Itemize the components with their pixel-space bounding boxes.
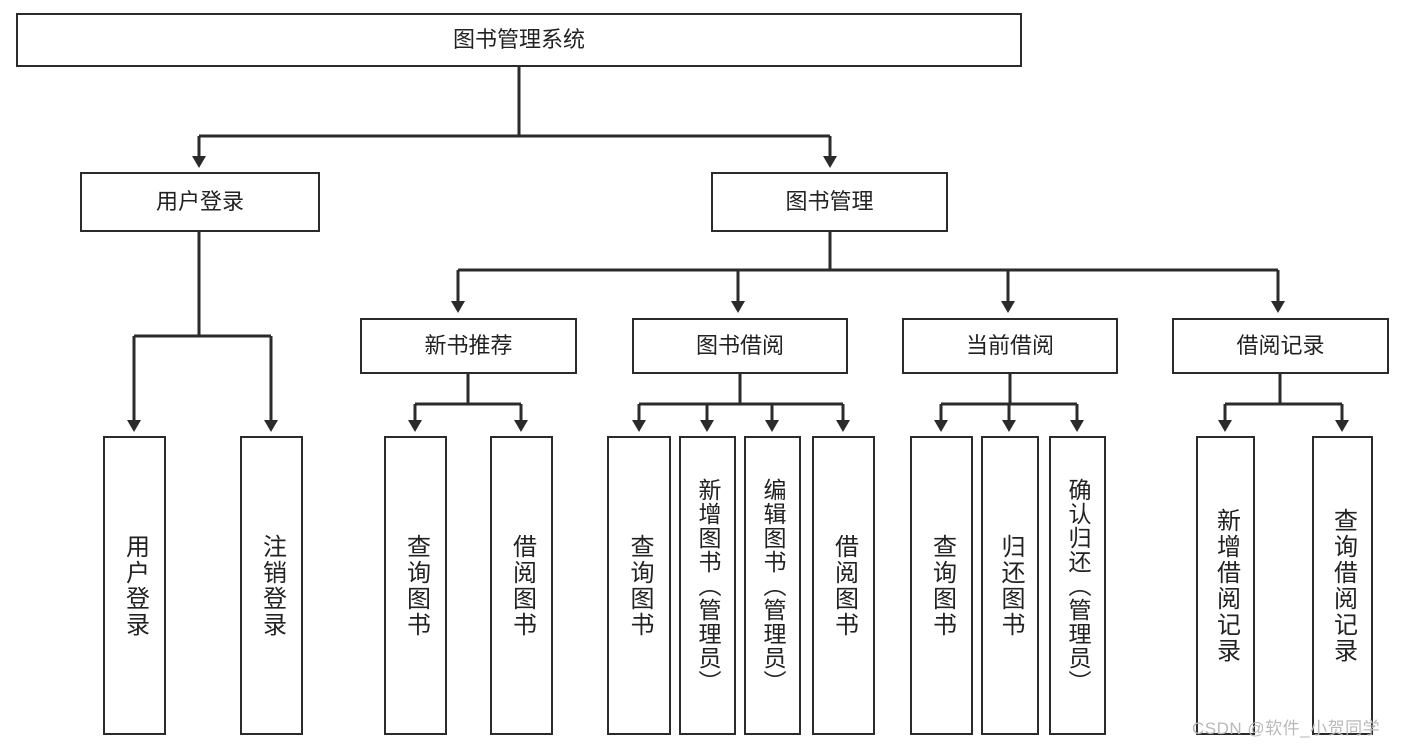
node-current-borrow[interactable]: 当前借阅 bbox=[902, 318, 1118, 374]
node-new-book-recommend-label: 新书推荐 bbox=[424, 333, 513, 359]
leaf-book-borrow-edit[interactable]: 编辑图书（管理员） bbox=[744, 436, 801, 735]
leaf-book-borrow-borrow[interactable]: 借阅图书 bbox=[812, 436, 875, 735]
node-user-login[interactable]: 用户登录 bbox=[80, 172, 320, 232]
leaf-borrow-record-add[interactable]: 新增借阅记录 bbox=[1196, 436, 1255, 735]
leaf-current-borrow-query-label: 查询图书 bbox=[928, 533, 956, 638]
leaf-current-borrow-return-label: 归还图书 bbox=[997, 533, 1024, 638]
leaf-book-borrow-edit-label: 编辑图书（管理员） bbox=[760, 477, 786, 694]
leaf-current-borrow-confirm-return[interactable]: 确认归还（管理员） bbox=[1049, 436, 1106, 735]
leaf-book-borrow-borrow-label: 借阅图书 bbox=[830, 533, 858, 638]
leaf-new-book-query-label: 查询图书 bbox=[402, 533, 430, 638]
leaf-current-borrow-confirm-return-label: 确认归还（管理员） bbox=[1065, 477, 1091, 694]
node-book-management-label: 图书管理 bbox=[785, 189, 874, 215]
csdn-watermark: CSDN @软件_小贺同学 bbox=[1192, 719, 1381, 738]
leaf-borrow-record-query[interactable]: 查询借阅记录 bbox=[1312, 436, 1373, 735]
leaf-new-book-query[interactable]: 查询图书 bbox=[384, 436, 447, 735]
node-borrow-record[interactable]: 借阅记录 bbox=[1172, 318, 1389, 374]
leaf-user-login-login[interactable]: 用户登录 bbox=[103, 436, 166, 735]
leaf-book-borrow-query-label: 查询图书 bbox=[626, 533, 653, 638]
node-book-borrow-label: 图书借阅 bbox=[695, 333, 784, 359]
node-borrow-record-label: 借阅记录 bbox=[1236, 333, 1325, 359]
leaf-new-book-borrow[interactable]: 借阅图书 bbox=[490, 436, 553, 735]
leaf-user-login-logout-label: 注销登录 bbox=[258, 533, 286, 638]
node-root-system[interactable]: 图书管理系统 bbox=[16, 13, 1022, 67]
leaf-borrow-record-query-label: 查询借阅记录 bbox=[1329, 507, 1357, 664]
leaf-current-borrow-query[interactable]: 查询图书 bbox=[910, 436, 973, 735]
leaf-borrow-record-add-label: 新增借阅记录 bbox=[1212, 507, 1240, 664]
node-user-login-label: 用户登录 bbox=[155, 189, 244, 215]
node-current-borrow-label: 当前借阅 bbox=[965, 333, 1054, 359]
leaf-user-login-login-label: 用户登录 bbox=[121, 533, 149, 638]
leaf-book-borrow-add[interactable]: 新增图书（管理员） bbox=[679, 436, 736, 735]
node-book-borrow[interactable]: 图书借阅 bbox=[632, 318, 848, 374]
leaf-new-book-borrow-label: 借阅图书 bbox=[508, 533, 536, 638]
leaf-current-borrow-return[interactable]: 归还图书 bbox=[981, 436, 1039, 735]
leaf-user-login-logout[interactable]: 注销登录 bbox=[240, 436, 303, 735]
node-root-system-label: 图书管理系统 bbox=[452, 27, 585, 53]
node-book-management[interactable]: 图书管理 bbox=[711, 172, 948, 232]
leaf-book-borrow-query[interactable]: 查询图书 bbox=[607, 436, 671, 735]
leaf-book-borrow-add-label: 新增图书（管理员） bbox=[695, 477, 721, 694]
node-new-book-recommend[interactable]: 新书推荐 bbox=[360, 318, 577, 374]
